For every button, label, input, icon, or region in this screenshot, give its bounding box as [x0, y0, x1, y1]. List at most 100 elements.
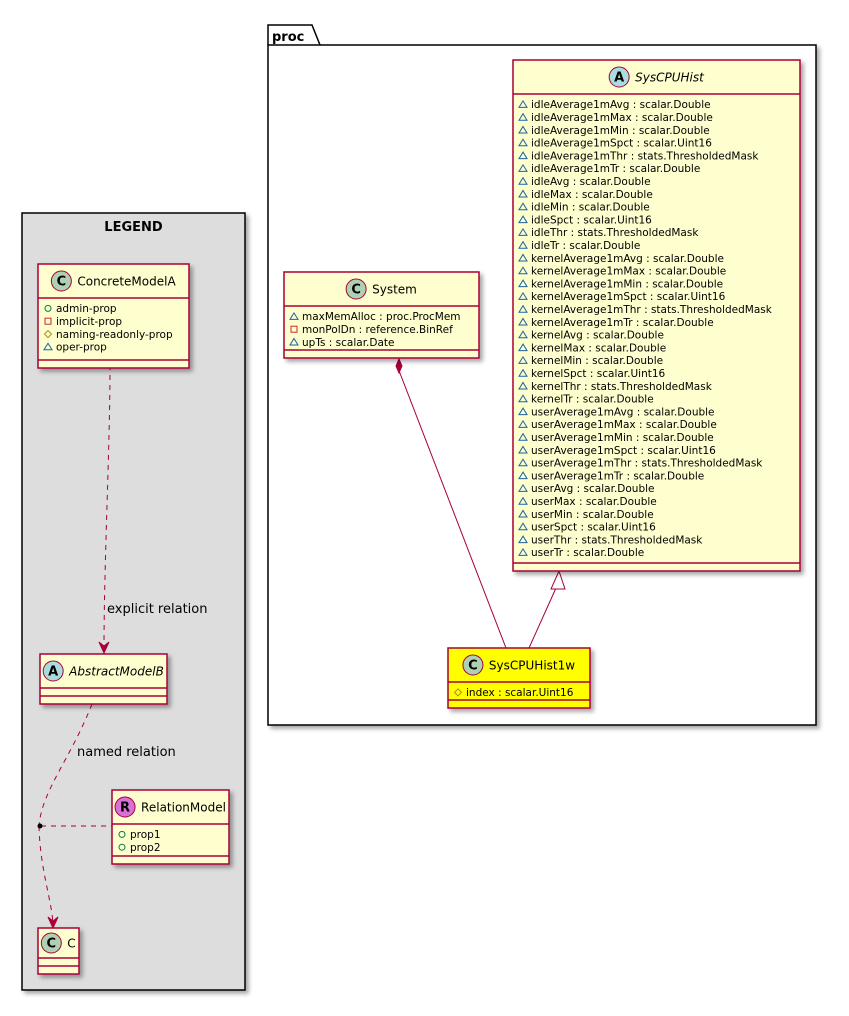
concrete-model-a-name: ConcreteModelA [77, 275, 176, 289]
legend-title: LEGEND [104, 220, 163, 235]
sys-cpu-hist-attr-visibility-icon [518, 279, 528, 288]
sys-cpu-hist-attribute: userThr : stats.ThresholdedMask [531, 534, 703, 546]
sys-cpu-hist-attribute: userAverage1mAvg : scalar.Double [531, 406, 715, 418]
explicit-relation-arrowhead [98, 641, 110, 655]
sys-cpu-hist-attr-visibility-icon [518, 355, 528, 364]
sys-cpu-hist-attr-visibility-icon [518, 189, 528, 198]
sys-cpu-hist-attribute: idleAverage1mThr : stats.ThresholdedMask [531, 150, 759, 162]
system-attr-visibility-icon [289, 337, 299, 346]
relation-model-attribute: prop1 [130, 829, 161, 841]
sys-cpu-hist-attr-visibility-icon [518, 522, 528, 531]
sys-cpu-hist-attr-visibility-icon [518, 445, 528, 454]
sys-cpu-hist-attribute: idleAvg : scalar.Double [531, 176, 651, 188]
sys-cpu-hist-attr-visibility-icon [518, 215, 528, 224]
sys-cpu-hist-attribute: idleAverage1mSpct : scalar.Uint16 [531, 138, 712, 150]
sys-cpu-hist-attribute: idleMin : scalar.Double [531, 202, 650, 214]
sys-cpu-hist-attribute: userAvg : scalar.Double [531, 483, 655, 495]
sys-cpu-hist-attribute: userMin : scalar.Double [531, 509, 654, 521]
sys-cpu-hist-1w-attribute: index : scalar.Uint16 [466, 687, 574, 699]
sys-cpu-hist-attribute: idleAverage1mTr : scalar.Double [531, 163, 700, 175]
sys-cpu-hist-box [512, 59, 801, 572]
system-attribute: upTs : scalar.Date [302, 337, 395, 349]
c-stereotype-letter: C [47, 937, 57, 952]
named-relation-label: named relation [77, 745, 176, 760]
concrete-model-a-stereotype-circle [50, 270, 72, 292]
concrete-model-a-attr-visibility-icon [44, 317, 52, 325]
sys-cpu-hist-attr-visibility-icon [518, 496, 528, 505]
sys-cpu-hist-attribute: userSpct : scalar.Uint16 [531, 522, 656, 534]
sys-cpu-hist-attr-visibility-icon [518, 381, 528, 390]
sys-cpu-hist-attr-visibility-icon [518, 112, 528, 121]
sys-cpu-hist-attr-visibility-icon [518, 535, 528, 544]
sys-cpu-hist-stereotype-letter: A [614, 71, 624, 86]
explicit-relation-label: explicit relation [107, 602, 207, 617]
sys-cpu-hist-attr-visibility-icon [518, 547, 528, 556]
c-box [37, 927, 80, 975]
sys-cpu-hist-attribute: kernelMax : scalar.Double [531, 342, 666, 354]
sys-cpu-hist-attr-visibility-icon [518, 432, 528, 441]
sys-cpu-hist-attr-visibility-icon [518, 125, 528, 134]
sys-cpu-hist-1w-name: SysCPUHist1w [489, 659, 575, 673]
relation-junction-dot [37, 823, 43, 829]
sys-cpu-hist-1w-attr-visibility-icon [453, 688, 463, 697]
sys-cpu-hist-attr-visibility-icon [518, 227, 528, 236]
sys-cpu-hist-attribute: kernelTr : scalar.Double [531, 394, 654, 406]
system-name: System [372, 283, 417, 297]
sys-cpu-hist-attribute: kernelAverage1mThr : stats.ThresholdedMa… [531, 304, 773, 316]
sys-cpu-hist-attribute: kernelAverage1mMax : scalar.Double [531, 266, 726, 278]
sys-cpu-hist-attr-visibility-icon [518, 458, 528, 467]
sys-cpu-hist-name: SysCPUHist [635, 71, 705, 85]
c-name: C [67, 937, 75, 951]
sys-cpu-hist-attr-visibility-icon [518, 471, 528, 480]
relation-model-stereotype-letter: R [120, 801, 130, 816]
sys-cpu-hist-attr-visibility-icon [518, 317, 528, 326]
sys-cpu-hist-attribute: userMax : scalar.Double [531, 496, 657, 508]
sys-cpu-hist-attr-visibility-icon [518, 343, 528, 352]
composition-diamond [395, 357, 403, 375]
system-attr-visibility-icon [289, 311, 299, 320]
sys-cpu-hist-attr-visibility-icon [518, 419, 528, 428]
sys-cpu-hist-attribute: userAverage1mSpct : scalar.Uint16 [531, 445, 716, 457]
sys-cpu-hist-attribute: idleAverage1mMax : scalar.Double [531, 112, 713, 124]
system-box [283, 271, 480, 359]
sys-cpu-hist-attr-visibility-icon [518, 407, 528, 416]
relation-model-attr-visibility-icon [118, 830, 126, 838]
sys-cpu-hist-attr-visibility-icon [518, 163, 528, 172]
sys-cpu-hist-attr-visibility-icon [518, 304, 528, 313]
sys-cpu-hist-attribute: kernelSpct : scalar.Uint16 [531, 368, 666, 380]
sys-cpu-hist-attribute: kernelAvg : scalar.Double [531, 330, 664, 342]
inheritance-line [528, 587, 557, 649]
sys-cpu-hist-attribute: idleAverage1mAvg : scalar.Double [531, 99, 711, 111]
sys-cpu-hist-attribute: kernelAverage1mSpct : scalar.Uint16 [531, 291, 726, 303]
sys-cpu-hist-attr-visibility-icon [518, 394, 528, 403]
named-relation-arrowhead [47, 916, 59, 930]
sys-cpu-hist-attribute: idleSpct : scalar.Uint16 [531, 214, 652, 226]
inheritance-triangle [550, 569, 566, 590]
concrete-model-a-attribute: admin-prop [56, 303, 117, 315]
sys-cpu-hist-attr-visibility-icon [518, 151, 528, 160]
sys-cpu-hist-attribute: userAverage1mMin : scalar.Double [531, 432, 714, 444]
c-stereotype-circle [40, 932, 62, 954]
composition-line [397, 367, 507, 649]
sys-cpu-hist-attribute: userAverage1mThr : stats.ThresholdedMask [531, 458, 763, 470]
class-concrete-model-a: ConcreteModelACadmin-propimplicit-propna… [37, 263, 190, 369]
sys-cpu-hist-attribute: kernelAverage1mAvg : scalar.Double [531, 253, 724, 265]
sys-cpu-hist-attr-visibility-icon [518, 291, 528, 300]
concrete-model-a-attr-visibility-icon [44, 304, 52, 312]
concrete-model-a-attribute: oper-prop [56, 342, 107, 354]
sys-cpu-hist-attribute: idleMax : scalar.Double [531, 189, 653, 201]
relation-model-attr-visibility-icon [118, 843, 126, 851]
sys-cpu-hist-attr-visibility-icon [518, 240, 528, 249]
relation-model-stereotype-circle [114, 796, 136, 818]
concrete-model-a-attr-visibility-icon [43, 342, 53, 351]
sys-cpu-hist-attr-visibility-icon [518, 202, 528, 211]
sys-cpu-hist-attr-visibility-icon [518, 483, 528, 492]
named-relation-to-c [38, 825, 54, 926]
sys-cpu-hist-attribute: idleAverage1mMin : scalar.Double [531, 125, 710, 137]
system-attr-visibility-icon [290, 325, 298, 333]
concrete-model-a-stereotype-letter: C [57, 275, 67, 290]
